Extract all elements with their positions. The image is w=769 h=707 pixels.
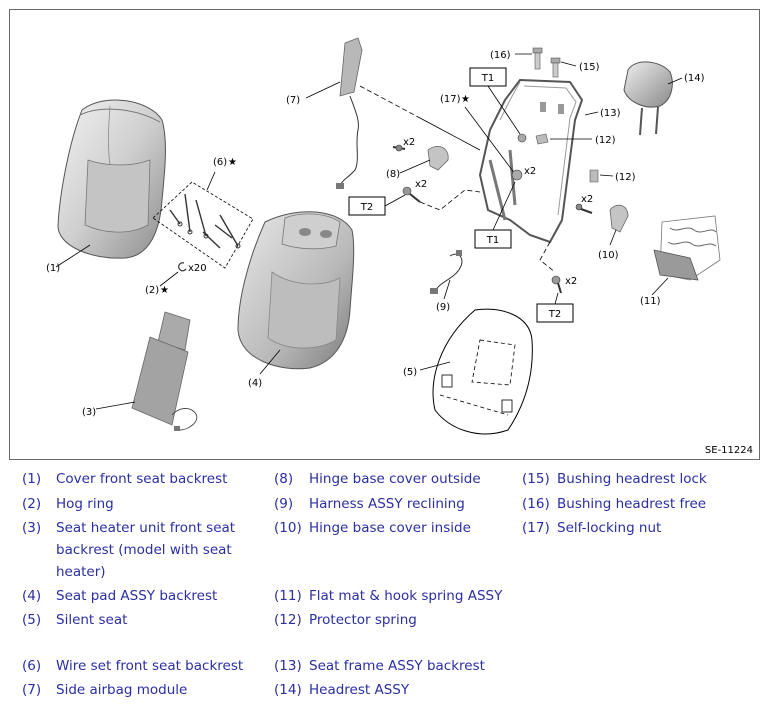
callout-9: (9) <box>436 302 450 313</box>
callout-11: (11) <box>640 296 661 307</box>
hog-ring-part <box>178 262 187 272</box>
bolt-quantity-10: x2 <box>581 194 593 205</box>
bushing-headrest-free-part <box>532 47 543 70</box>
hinge-base-cover-inside-part <box>575 203 629 233</box>
bolt-quantity-t2: x2 <box>415 179 427 190</box>
callout-7: (7) <box>286 95 300 106</box>
callout-10: (10) <box>598 250 619 261</box>
hog-ring-quantity: x20 <box>188 263 207 274</box>
torque-label-t2-left: T2 <box>360 202 373 213</box>
callout-16: (16) <box>490 50 511 61</box>
star-mark: ★ <box>160 285 169 296</box>
bushing-headrest-lock-part <box>550 57 561 78</box>
figure-id: SE-11224 <box>704 445 753 456</box>
torque-label-t1-bottom: T1 <box>486 235 499 246</box>
callout-5: (5) <box>403 367 417 378</box>
silent-seat-part <box>432 308 533 435</box>
cover-front-seat-backrest-part <box>57 99 166 259</box>
headrest-part <box>623 61 673 136</box>
seat-pad-backrest-part <box>237 211 355 370</box>
bolt-t2-bottom <box>551 275 562 294</box>
bolt-quantity-8: x2 <box>403 137 415 148</box>
star-mark: ★ <box>461 94 470 105</box>
nut-quantity: x2 <box>524 166 536 177</box>
bolt-t2-left <box>402 186 421 203</box>
callout-8: (8) <box>386 169 400 180</box>
callout-17: (17) <box>440 94 461 105</box>
parts-legend: (1)Cover front seat backrest (2)Hog ring… <box>22 471 707 698</box>
callout-14: (14) <box>684 73 705 84</box>
side-airbag-module-part <box>336 37 363 189</box>
wire-set-part <box>152 181 254 269</box>
seat-frame-backrest-part <box>478 78 584 244</box>
seat-heater-unit-part <box>131 311 198 431</box>
callout-12a: (12) <box>595 135 616 146</box>
exploded-diagram-frame: (1) (6) ★ x20 (2) ★ (3) (4) <box>9 9 760 460</box>
self-locking-nut-part <box>511 133 527 181</box>
callout-3: (3) <box>82 407 96 418</box>
callout-12b: (12) <box>615 172 636 183</box>
torque-label-t1-top: T1 <box>481 73 494 84</box>
callout-13: (13) <box>600 108 621 119</box>
callout-2: (2) <box>145 285 159 296</box>
hinge-base-cover-outside-part <box>392 144 449 171</box>
flat-mat-hook-spring-part <box>653 215 721 281</box>
star-mark: ★ <box>228 157 237 168</box>
torque-label-t2-bottom: T2 <box>548 309 561 320</box>
protector-spring-part <box>535 133 599 183</box>
callout-15: (15) <box>579 62 600 73</box>
callout-6: (6) <box>213 157 227 168</box>
harness-reclining-part <box>430 250 463 294</box>
callout-1: (1) <box>46 263 60 274</box>
exploded-diagram: (1) (6) ★ x20 (2) ★ (3) (4) <box>46 37 721 435</box>
bolt-quantity-t2-bottom: x2 <box>565 276 577 287</box>
callout-4: (4) <box>248 378 262 389</box>
